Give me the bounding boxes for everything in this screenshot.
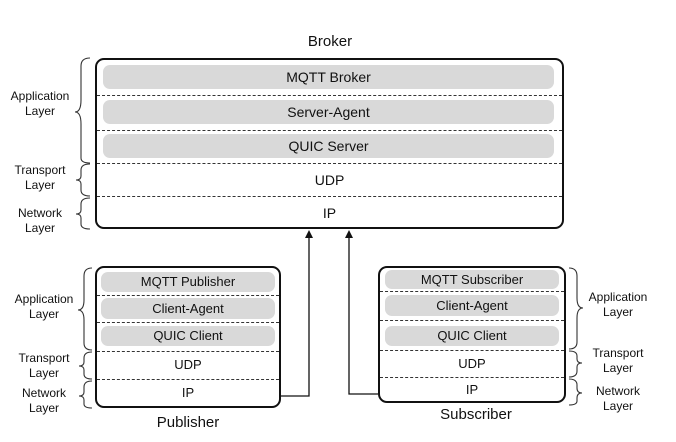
subscriber-application-layer-label: Application Layer (580, 290, 656, 320)
label-line: Layer (602, 305, 634, 319)
broker-application-layer-label: Application Layer (2, 89, 78, 119)
brace-right-icon (568, 378, 583, 406)
broker-divider (97, 163, 562, 164)
label-line: Network (21, 386, 66, 400)
publisher-ip: IP (181, 385, 195, 400)
label-line: Layer (28, 401, 60, 415)
publisher-divider (97, 295, 279, 296)
publisher-application-layer-label: Application Layer (6, 292, 82, 322)
label-line: Layer (24, 104, 56, 118)
brace-left-icon (77, 267, 93, 351)
subscriber-divider (380, 377, 564, 378)
label-line: Application (588, 290, 648, 304)
subscriber-title: Subscriber (440, 406, 512, 423)
label-line: Layer (602, 399, 634, 413)
broker-title: Broker (307, 33, 353, 50)
label-line: Network (17, 206, 62, 220)
label-line: Application (10, 89, 70, 103)
subscriber-mqtt-subscriber: MQTT Subscriber (385, 270, 559, 289)
publisher-title: Publisher (156, 414, 220, 431)
publisher-divider (97, 379, 279, 380)
brace-left-icon (74, 57, 91, 164)
subscriber-network-layer-label: Network Layer (580, 384, 656, 414)
subscriber-divider (380, 350, 564, 351)
publisher-divider (97, 322, 279, 323)
subscriber-divider (380, 320, 564, 321)
publisher-transport-layer-label: Transport Layer (6, 351, 82, 381)
broker-udp: UDP (314, 172, 345, 188)
label-line: Application (14, 292, 74, 306)
subscriber-to-broker-arrow (345, 230, 378, 395)
publisher-mqtt-publisher: MQTT Publisher (101, 272, 275, 292)
broker-transport-layer-label: Transport Layer (2, 163, 78, 193)
label-line: Transport (592, 346, 644, 360)
label-line: Layer (28, 366, 60, 380)
brace-left-icon (75, 163, 91, 197)
subscriber-ip: IP (465, 382, 479, 397)
label-line: Network (595, 384, 640, 398)
publisher-to-broker-arrow (281, 230, 313, 397)
label-line: Layer (602, 361, 634, 375)
broker-divider (97, 196, 562, 197)
brace-left-icon (78, 380, 93, 409)
broker-divider (97, 130, 562, 131)
label-line: Transport (18, 351, 70, 365)
subscriber-divider (380, 291, 564, 292)
broker-divider (97, 95, 562, 96)
broker-mqtt-broker: MQTT Broker (103, 65, 554, 89)
publisher-quic-client: QUIC Client (101, 326, 275, 346)
broker-network-layer-label: Network Layer (2, 206, 78, 236)
broker-server-agent: Server-Agent (103, 100, 554, 124)
publisher-divider (97, 351, 279, 352)
label-line: Layer (24, 221, 56, 235)
brace-left-icon (78, 351, 93, 380)
label-line: Layer (28, 307, 60, 321)
subscriber-quic-client: QUIC Client (385, 326, 559, 346)
brace-right-icon (568, 350, 583, 378)
publisher-network-layer-label: Network Layer (6, 386, 82, 416)
subscriber-client-agent: Client-Agent (385, 295, 559, 316)
brace-right-icon (568, 267, 584, 350)
subscriber-transport-layer-label: Transport Layer (580, 346, 656, 376)
label-line: Layer (24, 178, 56, 192)
label-line: Transport (14, 163, 66, 177)
publisher-client-agent: Client-Agent (101, 298, 275, 319)
broker-ip: IP (322, 205, 337, 221)
brace-left-icon (75, 197, 91, 230)
publisher-udp: UDP (174, 357, 202, 372)
subscriber-udp: UDP (458, 356, 486, 371)
broker-quic-server: QUIC Server (103, 134, 554, 158)
